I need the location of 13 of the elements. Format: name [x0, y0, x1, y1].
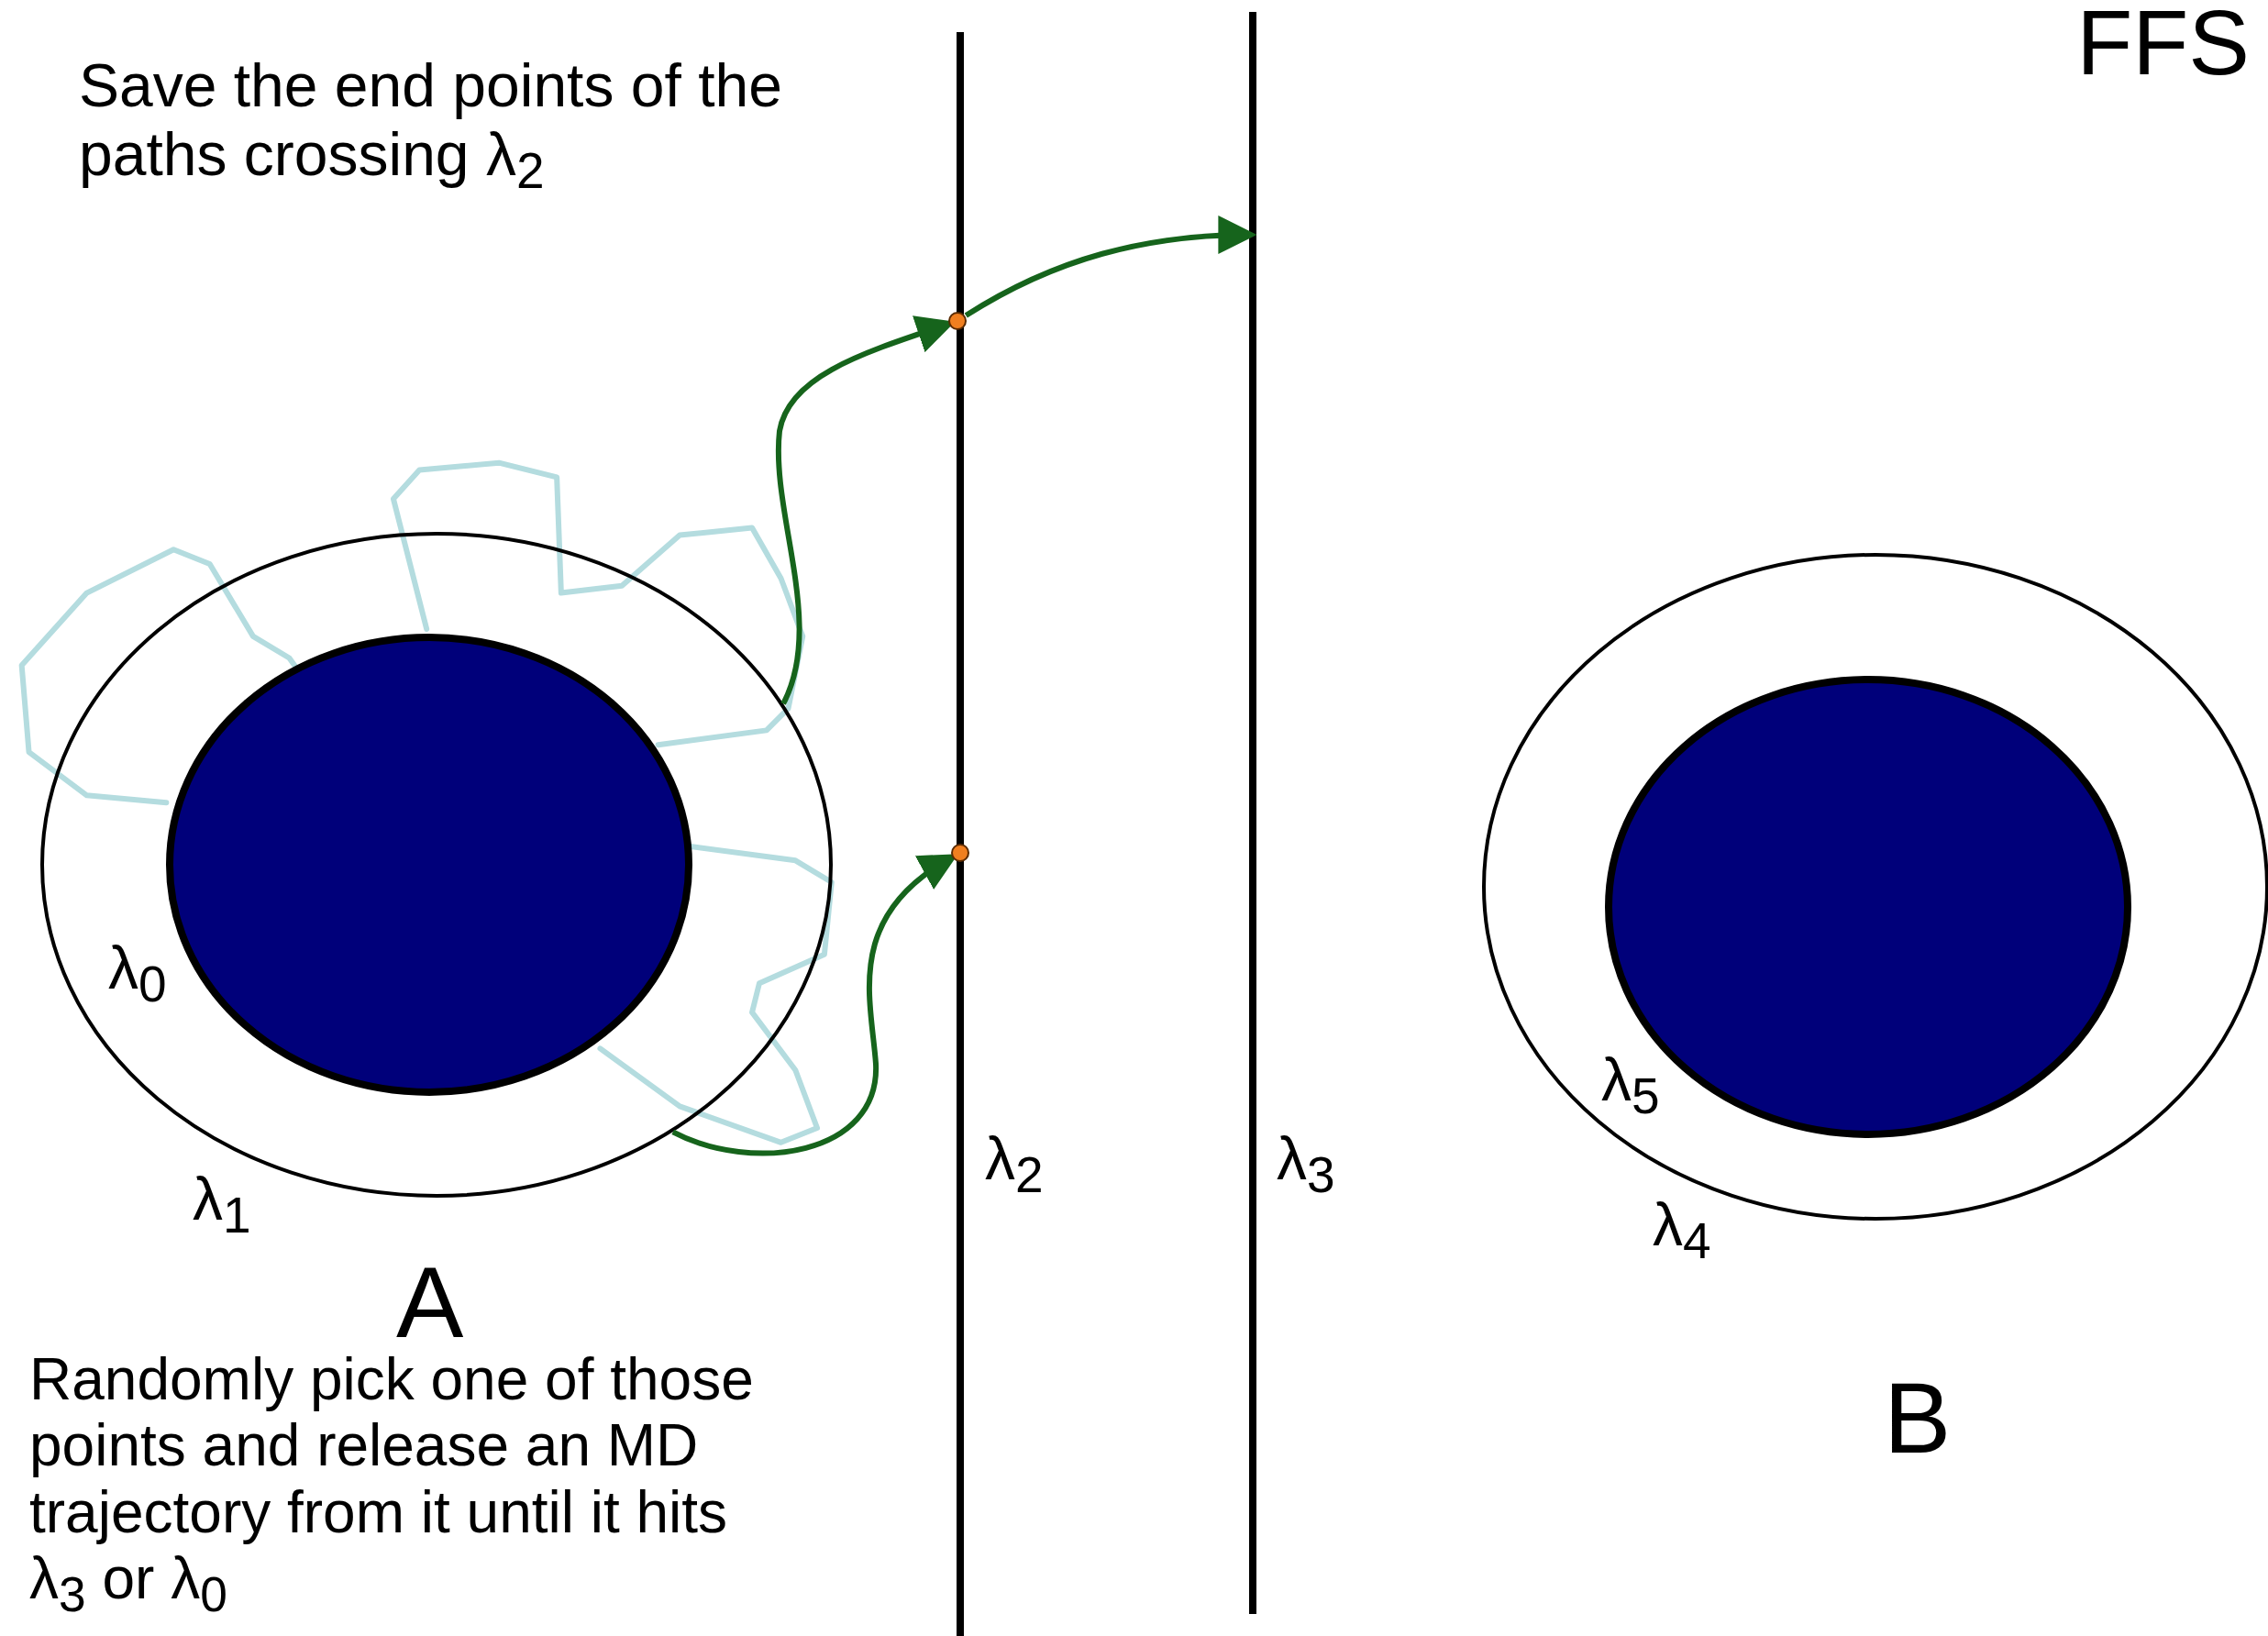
- interface-label: λ$_{0}$: [108, 934, 167, 1013]
- title: FFS: [2076, 0, 2250, 94]
- interface-label: λ$_{2}$: [985, 1124, 1044, 1204]
- interface-label: λ$_{1}$: [193, 1165, 251, 1244]
- state-region: [166, 634, 692, 1096]
- crossing-point: [950, 843, 970, 863]
- crossing-point: [947, 311, 968, 331]
- interface-label: λ$_{3}$: [1277, 1124, 1335, 1204]
- interface-label: λ$_{4}$: [1653, 1190, 1711, 1270]
- arrow: [964, 216, 1257, 318]
- interface-label: λ$_{5}$: [1601, 1045, 1660, 1125]
- state-label: B: [1884, 1361, 1952, 1476]
- note-text: Save the end points of the paths crossing λ$_{2}$: [79, 51, 783, 199]
